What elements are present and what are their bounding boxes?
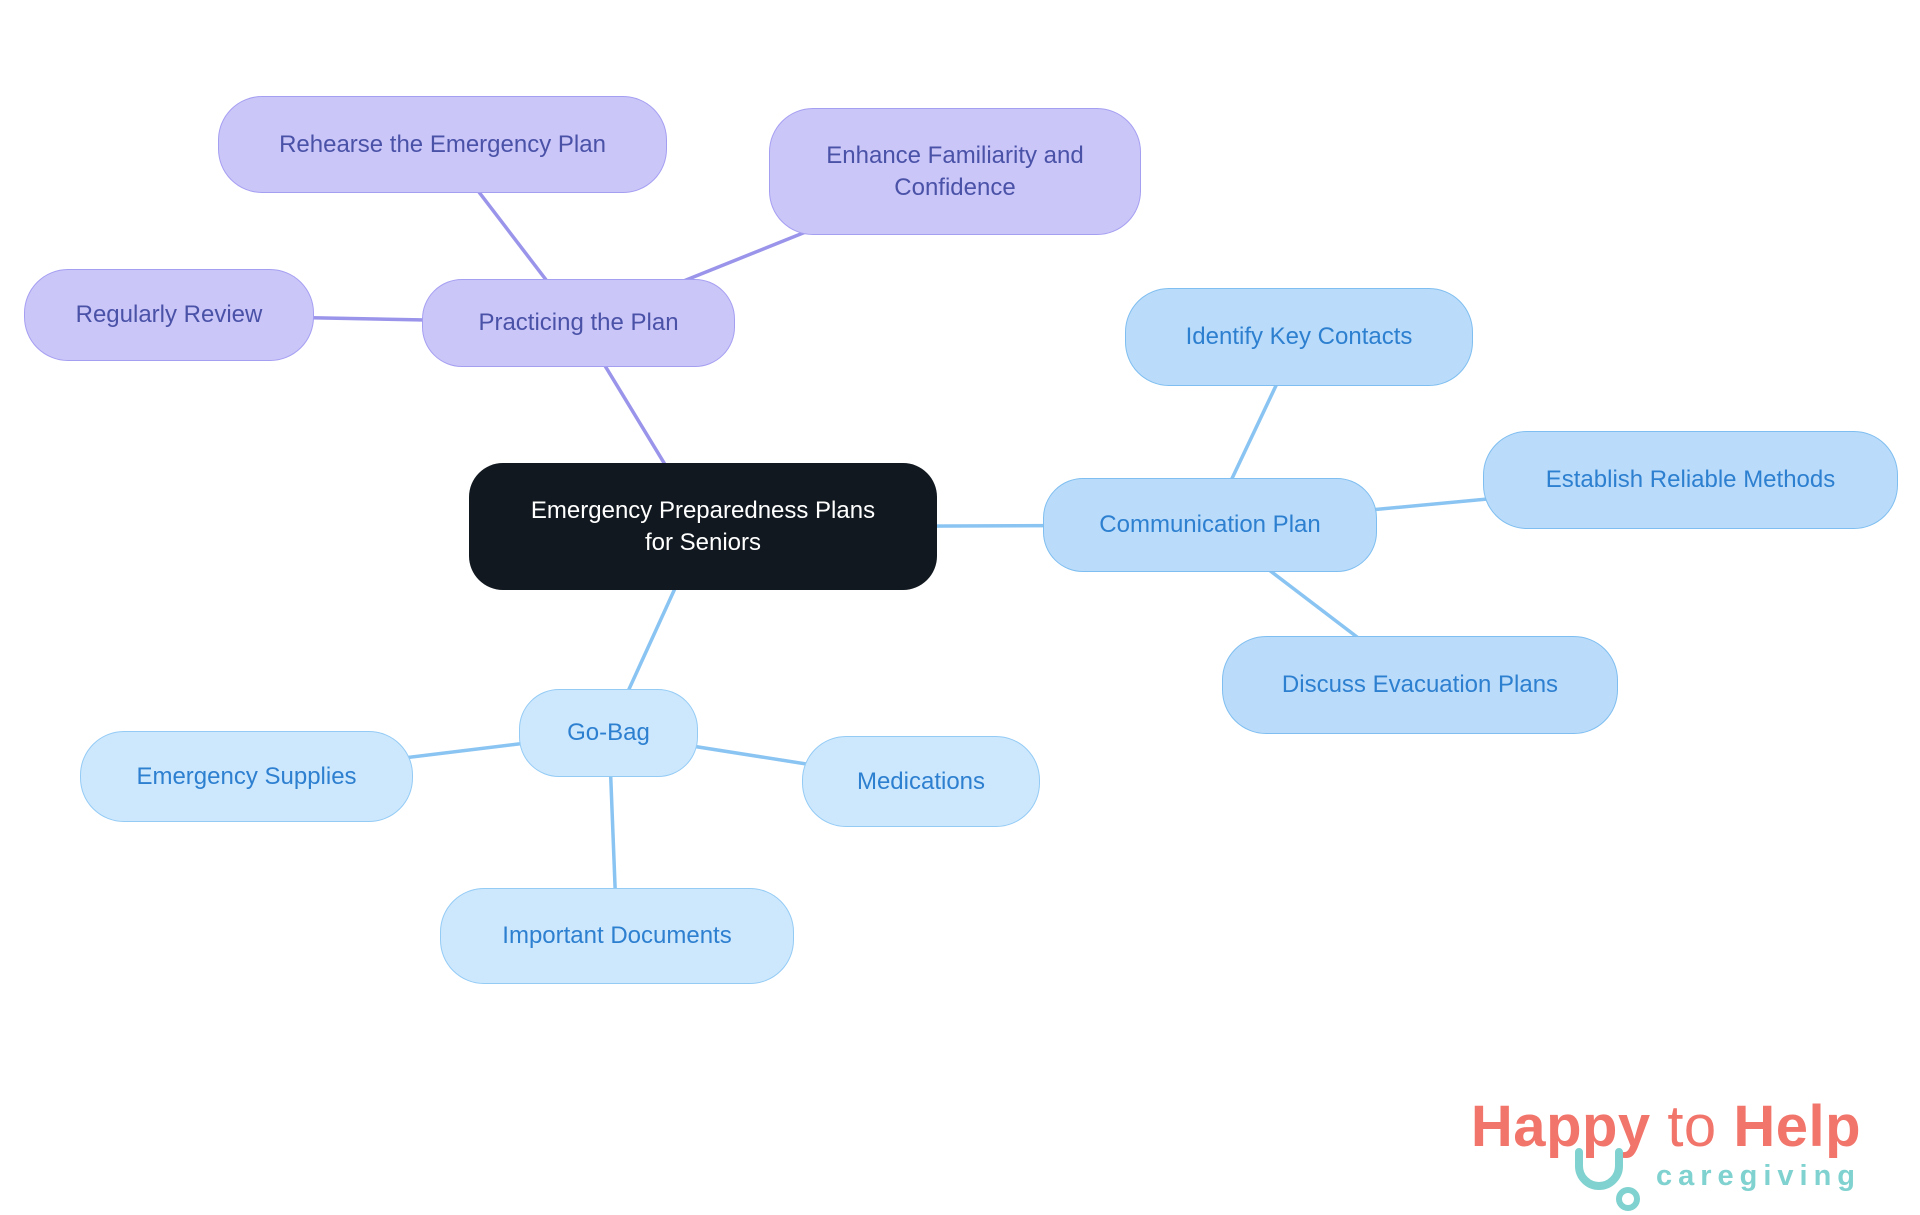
child-node-emergency-supplies[interactable]: Emergency Supplies <box>80 731 413 822</box>
child-node-discuss-evacuation-plans[interactable]: Discuss Evacuation Plans <box>1222 636 1618 734</box>
child-node-regularly-review[interactable]: Regularly Review <box>24 269 314 361</box>
branch-node-practicing-the-plan[interactable]: Practicing the Plan <box>422 279 735 367</box>
child-node-identify-key-contacts[interactable]: Identify Key Contacts <box>1125 288 1473 386</box>
logo-word-to: to <box>1667 1094 1717 1159</box>
branch-node-go-bag[interactable]: Go-Bag <box>519 689 698 777</box>
branch-node-communication-plan[interactable]: Communication Plan <box>1043 478 1377 572</box>
logo-word-happy: Happy <box>1470 1094 1651 1159</box>
child-node-medications[interactable]: Medications <box>802 736 1040 827</box>
logo-tagline: caregiving <box>1655 1160 1861 1192</box>
child-node-important-documents[interactable]: Important Documents <box>440 888 794 984</box>
child-node-rehearse-emergency-plan[interactable]: Rehearse the Emergency Plan <box>218 96 667 193</box>
brand-logo: Happy to Help caregiving <box>1471 1098 1861 1211</box>
stethoscope-icon <box>1574 1148 1640 1211</box>
logo-word-help: Help <box>1733 1094 1861 1159</box>
root-node-emergency-preparedness[interactable]: Emergency Preparedness Plans for Seniors <box>469 463 937 590</box>
child-node-establish-reliable-methods[interactable]: Establish Reliable Methods <box>1483 431 1898 529</box>
child-node-enhance-familiarity[interactable]: Enhance Familiarity and Confidence <box>769 108 1141 235</box>
logo-wordmark: Happy to Help <box>1471 1098 1861 1156</box>
